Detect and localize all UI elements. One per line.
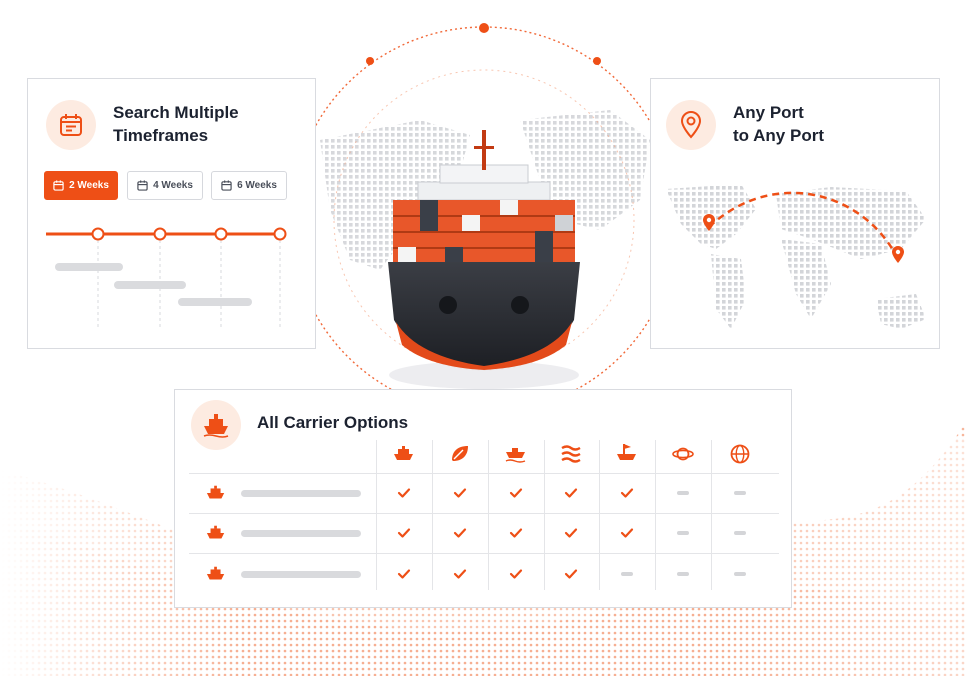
grid-row-divider (189, 513, 779, 514)
carrier-cell (731, 526, 749, 540)
location-pin-icon (666, 100, 716, 150)
globe-icon (729, 443, 751, 465)
carriers-title: All Carrier Options (257, 413, 409, 432)
grid-column-divider (376, 440, 377, 590)
check-icon (453, 528, 467, 538)
ship-illustration (388, 130, 580, 389)
grid-column-divider (488, 440, 489, 590)
timeframe-label: 2 Weeks (69, 180, 109, 191)
unavailable-dash (734, 491, 746, 495)
check-icon (453, 488, 467, 498)
carrier-cell (395, 567, 413, 581)
unavailable-dash (677, 491, 689, 495)
unavailable-dash (677, 531, 689, 535)
check-icon (620, 488, 634, 498)
route-map (666, 184, 926, 329)
unavailable-dash (734, 572, 746, 576)
check-icon (509, 528, 523, 538)
check-icon (564, 569, 578, 579)
check-icon (564, 528, 578, 538)
boat-icon (505, 443, 527, 465)
waves-icon (560, 443, 582, 465)
carrier-cell (395, 526, 413, 540)
carrier-cell (562, 486, 580, 500)
grid-row-divider (189, 553, 779, 554)
calendar-icon (46, 100, 96, 150)
check-icon (397, 488, 411, 498)
carrier-cell (562, 526, 580, 540)
ship-icon (191, 400, 241, 450)
leaf-icon (449, 443, 471, 465)
calendar-icon (137, 180, 148, 191)
unavailable-dash (677, 572, 689, 576)
carrier-cell (618, 526, 636, 540)
grid-column-divider (599, 440, 600, 590)
carrier-cell (731, 486, 749, 500)
timeframe-4-weeks-button[interactable]: 4 Weeks (127, 171, 203, 200)
carrier-cell (618, 567, 636, 581)
calendar-icon (53, 180, 64, 191)
carrier-cell (507, 567, 525, 581)
ports-title: Any Port to Any Port (733, 103, 824, 145)
flag-ship-icon (616, 443, 638, 465)
origin-pin-icon (703, 214, 715, 231)
calendar-icon (221, 180, 232, 191)
check-icon (397, 569, 411, 579)
check-icon (397, 528, 411, 538)
timeframe-label: 4 Weeks (153, 180, 193, 191)
carrier-cell (674, 567, 692, 581)
ports-card: Any Port to Any Port (650, 78, 940, 349)
carrier-cell (507, 526, 525, 540)
grid-row-divider (189, 473, 779, 474)
timeframe-2-weeks-button[interactable]: 2 Weeks (44, 171, 118, 200)
unavailable-dash (734, 531, 746, 535)
check-icon (564, 488, 578, 498)
carrier-cell (731, 567, 749, 581)
carrier-cell (451, 486, 469, 500)
carrier-cell (674, 526, 692, 540)
timeframe-6-weeks-button[interactable]: 6 Weeks (211, 171, 287, 200)
carrier-cell (395, 486, 413, 500)
check-icon (509, 488, 523, 498)
check-icon (620, 528, 634, 538)
carrier-cell (674, 486, 692, 500)
timeframe-label: 6 Weeks (237, 180, 277, 191)
carrier-name-placeholder (241, 530, 361, 537)
unavailable-dash (621, 572, 633, 576)
carrier-name-placeholder (241, 490, 361, 497)
ship-icon (205, 563, 227, 585)
carrier-cell (507, 486, 525, 500)
carrier-cell (451, 526, 469, 540)
grid-column-divider (711, 440, 712, 590)
ship-icon (205, 522, 227, 544)
check-icon (509, 569, 523, 579)
carrier-name-placeholder (241, 571, 361, 578)
carrier-cell (451, 567, 469, 581)
grid-column-divider (544, 440, 545, 590)
grid-column-divider (432, 440, 433, 590)
planet-icon (672, 443, 694, 465)
destination-pin-icon (892, 246, 904, 263)
timeframes-card: Search Multiple Timeframes 2 Weeks 4 Wee… (27, 78, 316, 349)
carrier-cell (562, 567, 580, 581)
timeline-graphic (46, 227, 287, 327)
carrier-cell (618, 486, 636, 500)
ship-icon (205, 482, 227, 504)
ship-icon (393, 443, 415, 465)
grid-column-divider (655, 440, 656, 590)
carriers-card: All Carrier Options (174, 389, 792, 608)
check-icon (453, 569, 467, 579)
timeframes-title: Search Multiple Timeframes (113, 103, 239, 145)
